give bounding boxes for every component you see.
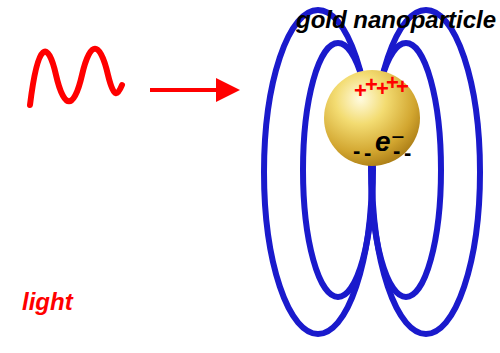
minus-charge: - — [353, 140, 360, 162]
light-label: light — [22, 290, 73, 314]
title-label: gold nanoparticle — [296, 8, 496, 32]
gold-sphere — [324, 70, 420, 166]
plus-charge: + — [354, 80, 367, 102]
minus-charge: - — [393, 140, 400, 162]
minus-charge: - — [364, 142, 371, 164]
minus-charge: - — [404, 142, 411, 164]
electron-label: e⁻ — [375, 128, 405, 156]
light-arrow — [150, 88, 228, 92]
plus-charge: + — [396, 76, 409, 98]
field-lines — [264, 10, 480, 334]
plus-charge: + — [365, 74, 378, 96]
light-wave — [30, 49, 122, 105]
